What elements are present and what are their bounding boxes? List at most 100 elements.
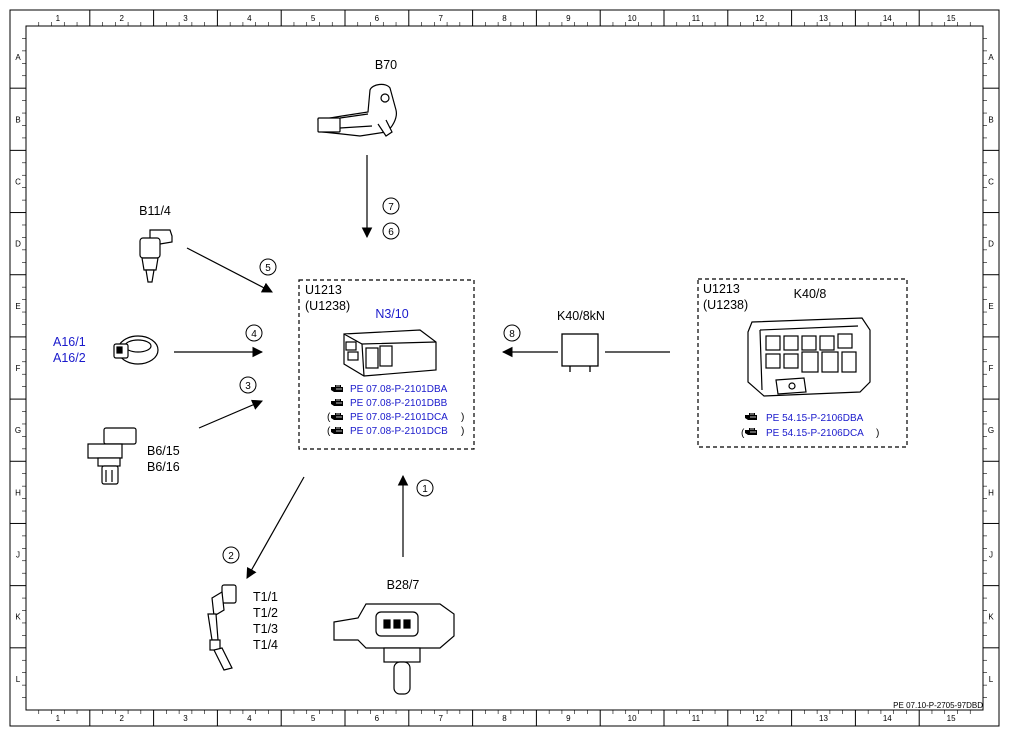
grid-row-label: E [15,302,20,311]
grid-row-label: A [988,53,994,62]
grid-column-label: 1 [56,714,61,723]
grid-column-label: 5 [311,714,316,723]
step-7: 7 [382,197,400,215]
hand-pointer-icon [330,398,344,407]
fuse-box-name: K40/8 [794,287,827,301]
grid-column-label: 12 [755,714,764,723]
grid-column-label: 10 [628,14,637,23]
ecu-ref-3[interactable]: PE 07.08-P-2101DCA [350,412,448,423]
grid-row-label: K [15,613,21,622]
svg-text:7: 7 [388,202,394,213]
arrow-b6-to-ecu [198,399,263,429]
ecu-module-icon [343,329,437,377]
svg-text:6: 6 [388,227,394,238]
step-8: 8 [503,324,521,342]
camshaft-sensor-icon [317,83,397,137]
grid-row-label: J [989,551,993,560]
t1-3-label: T1/3 [253,622,278,636]
grid-column-label: 4 [247,714,252,723]
svg-text:8: 8 [509,329,515,340]
hall-sensor-icon [87,427,137,485]
t1-1-label: T1/1 [253,590,278,604]
grid-row-label: D [15,240,21,249]
step-markers: 7 6 5 4 3 2 1 8 [222,197,521,564]
hand-pointer-icon [330,412,344,421]
svg-text:(: ( [741,428,745,439]
grid-column-label: 15 [947,14,956,23]
a16-1-label: A16/1 [53,335,86,349]
t1-4-label: T1/4 [253,638,278,652]
grid-column-label: 1 [56,14,61,23]
fuse-box-code: U1213 [703,282,740,296]
fuse-ref-2[interactable]: PE 54.15-P-2106DCA [766,428,864,439]
grid-row-label: C [988,177,994,186]
ecu-alt-code: (U1238) [305,299,350,313]
grid-column-label: 9 [566,714,571,723]
grid-column-label: 3 [183,714,188,723]
pressure-sensor-icon [333,603,455,695]
grid-row-label: D [988,240,994,249]
grid-row-label: E [988,302,993,311]
hand-pointer-icon [744,412,758,421]
document-reference: PE 07.10-P-2705-97DBD [893,701,983,710]
step-3: 3 [239,376,257,394]
ecu-reference-list[interactable]: PE 07.08-P-2101DBA PE 07.08-P-2101DBB ( … [327,384,464,437]
ecu-ref-2[interactable]: PE 07.08-P-2101DBB [350,398,448,409]
grid-row-label: L [16,675,21,684]
grid-row-label: F [16,364,21,373]
svg-text:(: ( [327,412,331,423]
ecu-ref-4[interactable]: PE 07.08-P-2101DCB [350,426,448,437]
step-4: 4 [245,324,263,342]
svg-text:2: 2 [228,551,234,562]
grid-column-label: 13 [819,14,828,23]
grid-column-label: 2 [119,714,124,723]
ecu-ref-1[interactable]: PE 07.08-P-2101DBA [350,384,448,395]
ignition-coil-icon [207,584,237,671]
grid-row-label: A [15,53,21,62]
grid-column-label: 14 [883,714,892,723]
grid-row-label: L [989,675,994,684]
svg-text:1: 1 [422,484,428,495]
b70-label: B70 [375,58,397,72]
grid-column-label: 6 [375,14,380,23]
grid-column-label: 11 [692,14,701,23]
b28-7-label: B28/7 [387,578,420,592]
hand-pointer-icon [330,384,344,393]
step-2: 2 [222,546,240,564]
grid-row-label: H [988,488,994,497]
step-1: 1 [416,479,434,497]
k40-8kn-label: K40/8kN [557,309,605,323]
grid-column-label: 5 [311,14,316,23]
t1-2-label: T1/2 [253,606,278,620]
hand-pointer-icon [330,426,344,435]
step-6: 6 [382,222,400,240]
signal-arrows [174,155,670,579]
fuse-ref-1[interactable]: PE 54.15-P-2106DBA [766,413,864,424]
grid-column-labels: 1122334455667788991010111112121313141415… [38,10,971,726]
fuse-relay-module-icon [747,317,871,397]
grid-row-label: B [988,115,993,124]
grid-column-label: 6 [375,714,380,723]
grid-row-label: C [15,177,21,186]
grid-column-label: 14 [883,14,892,23]
fuse-box-alt-code: (U1238) [703,298,748,312]
grid-column-label: 8 [502,714,507,723]
grid-column-label: 13 [819,714,828,723]
ecu-code: U1213 [305,283,342,297]
grid-column-label: 12 [755,14,764,23]
ecu-name: N3/10 [375,307,408,321]
a16-2-label: A16/2 [53,351,86,365]
b6-16-label: B6/16 [147,460,180,474]
grid-column-label: 9 [566,14,571,23]
svg-text:): ) [461,426,464,437]
svg-text:3: 3 [245,381,251,392]
grid-column-label: 3 [183,14,188,23]
grid-column-label: 2 [119,14,124,23]
grid-row-label: G [15,426,21,435]
fuse-box-reference-list[interactable]: PE 54.15-P-2106DBA ( PE 54.15-P-2106DCA … [741,412,879,439]
arrow-b11-to-ecu [186,247,273,293]
b11-4-label: B11/4 [139,204,171,218]
temperature-sensor-icon [139,229,173,283]
